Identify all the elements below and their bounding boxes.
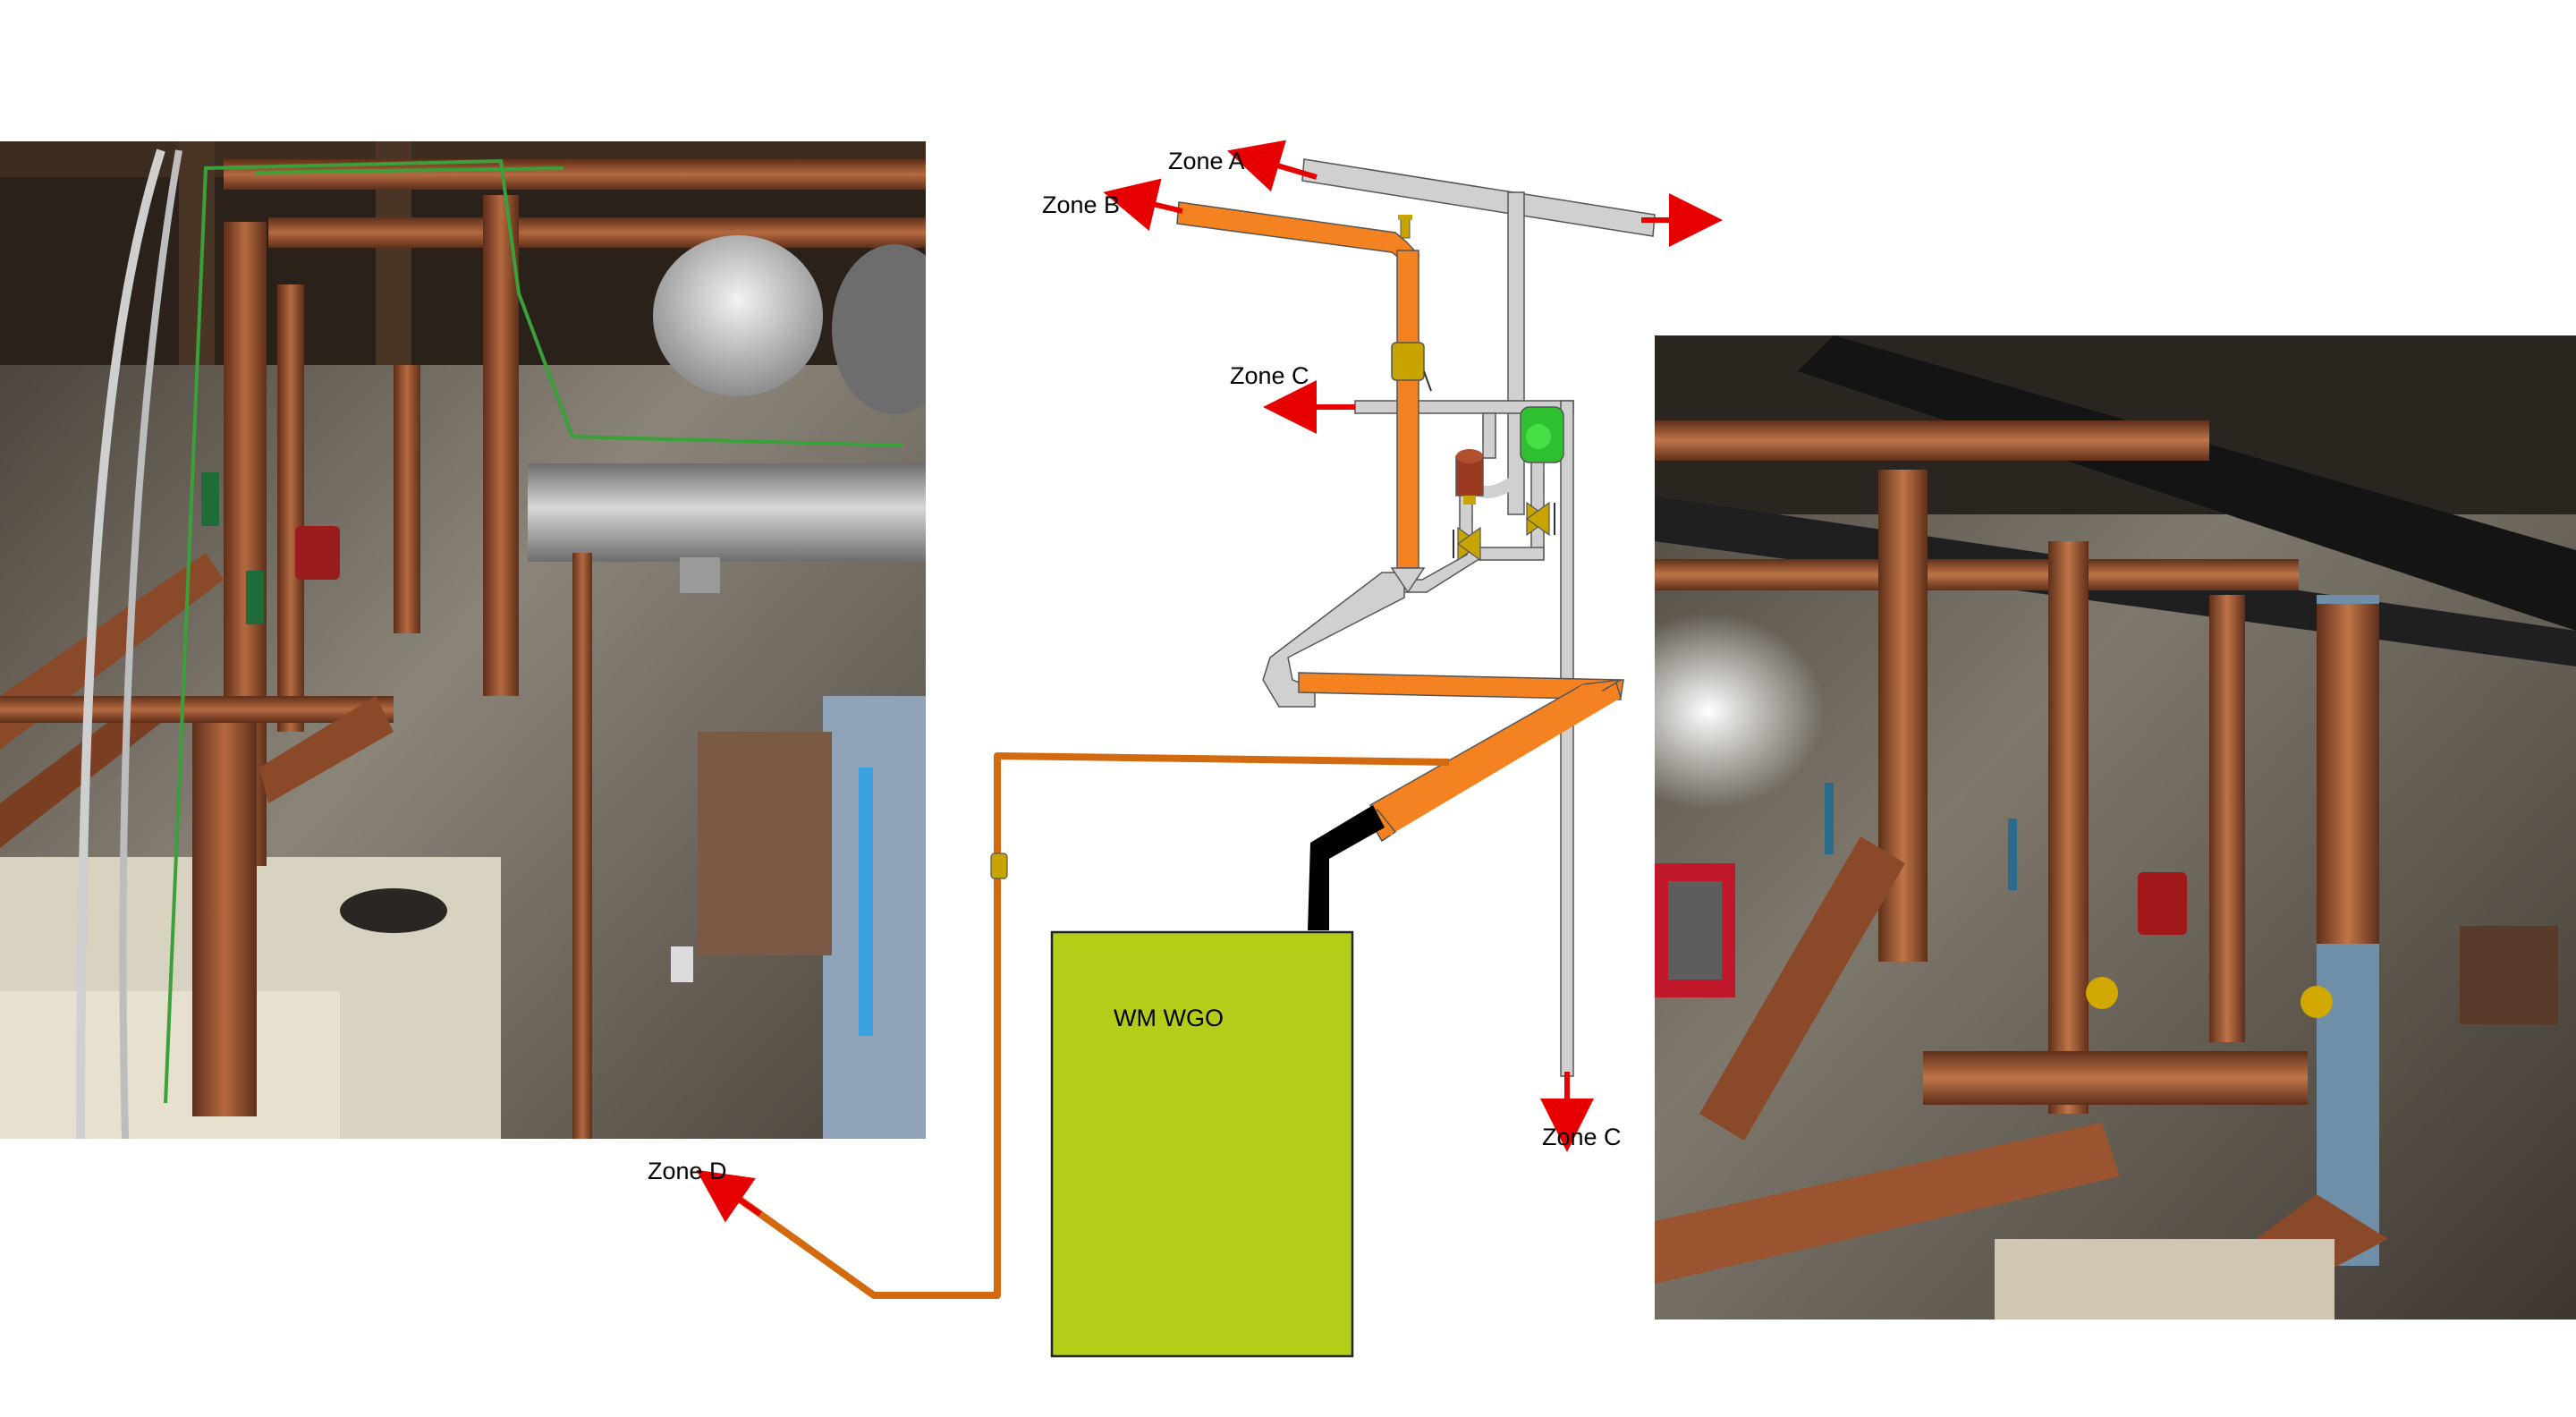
pressure-reducing-valve-icon <box>1455 449 1484 505</box>
left-photo-illustration <box>0 141 926 1139</box>
flue-pipe <box>1308 805 1385 930</box>
zone-d-label: Zone D <box>648 1158 727 1184</box>
right-photo-illustration <box>1655 335 2576 1319</box>
arrow-icon <box>1103 178 1183 231</box>
ball-valve-icon <box>1391 342 1432 392</box>
boiler <box>1050 930 1354 1358</box>
zone-a-label: Zone A <box>1168 148 1245 174</box>
ball-valve-icon <box>990 853 1008 879</box>
zone-b-label: Zone B <box>1042 191 1120 218</box>
zone-c-bottom-label: Zone C <box>1542 1124 1622 1150</box>
air-vent-icon <box>1398 215 1412 239</box>
left-basement-photo <box>0 141 926 1139</box>
boiler-label: WM WGO <box>1114 1005 1224 1031</box>
supply-piping <box>1176 201 1624 843</box>
ball-valve-icon <box>1453 526 1482 562</box>
zone-c-top-label: Zone C <box>1230 362 1309 389</box>
ball-valve-icon <box>1525 501 1555 537</box>
arrow-icon <box>696 1169 762 1223</box>
right-basement-photo <box>1655 335 2576 1319</box>
circulator-pump-icon <box>1520 406 1564 463</box>
arrow-icon <box>1226 140 1318 192</box>
zone-d-pipe <box>736 752 1450 1299</box>
